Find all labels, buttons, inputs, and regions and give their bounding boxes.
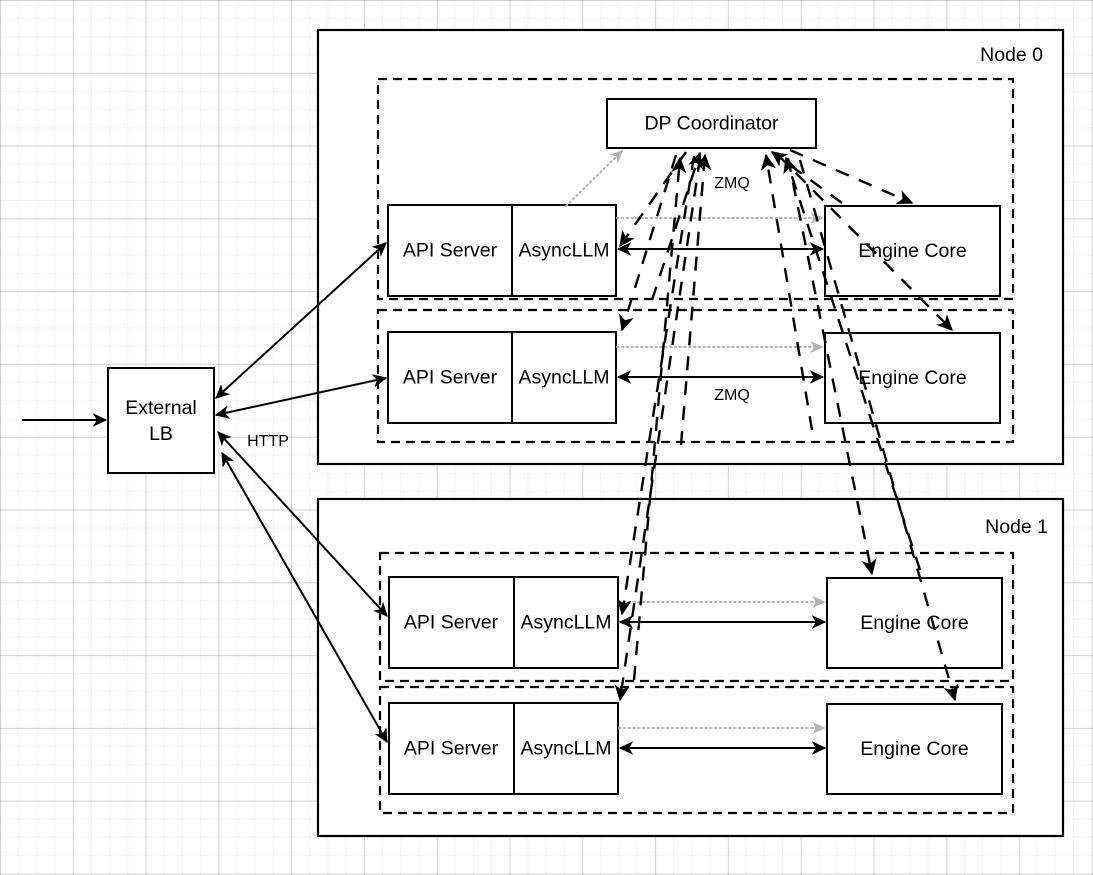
- node-1-replica-0-engine-core[interactable]: Engine Core: [826, 577, 1003, 669]
- coordinator-edge-to-node0-r1-engine: [777, 154, 953, 331]
- dp-coordinator-label: DP Coordinator: [644, 113, 779, 135]
- node-1-replica-1-async-llm-label: AsyncLLM: [520, 738, 611, 760]
- node-0-replica-0-api-server-label: API Server: [403, 240, 498, 262]
- coordinator-edge-to-node0-r0-engine: [789, 148, 914, 205]
- node-1-replica-0-api-server-block[interactable]: API Server AsyncLLM: [388, 576, 619, 669]
- http-edge-lb-to-node0-replica1: [214, 374, 388, 419]
- node-0-replica-0-group: [376, 77, 1015, 301]
- node-1-replica-1-engine-core-box[interactable]: [826, 703, 1003, 795]
- coordinator-edge-from-node1-r0-engine: [783, 156, 922, 571]
- external-lb-box[interactable]: [107, 367, 215, 474]
- node-1-replica-0-engine-core-box[interactable]: [826, 577, 1003, 669]
- node-1-replica-1-group: [378, 685, 1015, 815]
- node-0-replica-0-api-server-block[interactable]: API Server AsyncLLM: [387, 204, 617, 297]
- node-1-label: Node 1: [985, 516, 1048, 538]
- external-lb-label-line1: External: [125, 397, 197, 419]
- node-0-replica-0-async-llm-label: AsyncLLM: [518, 240, 609, 262]
- node-0-replica-1-api-server-block[interactable]: API Server AsyncLLM: [387, 331, 617, 424]
- dp-coordinator[interactable]: DP Coordinator: [606, 98, 817, 149]
- coordinator-edge-to-node1-r1-engine: [798, 159, 959, 702]
- dotted-edge-api-server-to-coordinator: [565, 149, 624, 207]
- node-0-replica-1-engine-core[interactable]: Engine Core: [824, 332, 1001, 424]
- node-1-replica-0-api-server-label: API Server: [404, 612, 499, 634]
- external-lb-label-line2: LB: [149, 423, 173, 445]
- coordinator-edge-from-node0-r0-asyncllm: [650, 151, 703, 301]
- node-1-replica-1-engine-core-label: Engine Core: [860, 738, 968, 760]
- node-1-replica-1-api-server-block[interactable]: API Server AsyncLLM: [388, 702, 619, 795]
- node-0-replica-1-engine-core-label: Engine Core: [858, 367, 966, 389]
- node-1-replica-1-api-server-label: API Server: [404, 738, 499, 760]
- node-0-replica-1-async-llm-label: AsyncLLM: [518, 367, 609, 389]
- node-1-replica-1-engine-core[interactable]: Engine Core: [826, 703, 1003, 795]
- coordinator-edge-to-node0-r0-asyncllm: [619, 151, 687, 248]
- node-1-replica-0-engine-core-label: Engine Core: [860, 612, 968, 634]
- zmq-label-bottom: ZMQ: [714, 387, 750, 404]
- node-0-replica-1-dashed-boundary: [376, 308, 1015, 444]
- node-0-replica-1-api-server-label: API Server: [403, 367, 498, 389]
- node-0-replica-0-api-server-box[interactable]: [387, 204, 617, 297]
- node-0-replica-0-engine-core[interactable]: Engine Core: [824, 205, 1001, 297]
- coordinator-edge-to-node1-r0-asyncllm: [616, 155, 696, 616]
- http-edge-lb-to-node0-replica0: [215, 242, 387, 399]
- external-lb[interactable]: External LB: [107, 367, 215, 474]
- coordinator-edge-to-node0-r1-asyncllm: [619, 154, 678, 332]
- node-0-replica-1-group: [376, 308, 1015, 444]
- node-0-replica-1-api-server-box[interactable]: [387, 331, 617, 424]
- coordinator-edge-from-node1-r0-asyncllm: [632, 156, 687, 681]
- node-1-replica-0-api-server-box[interactable]: [388, 576, 619, 669]
- node-0-replica-0-engine-core-label: Engine Core: [858, 240, 966, 262]
- node-0-replica-0-dashed-boundary: [376, 77, 1015, 301]
- coordinator-edge-to-node1-r0-engine: [786, 157, 877, 576]
- http-label: HTTP: [247, 433, 289, 450]
- dp-coordinator-box[interactable]: [606, 98, 817, 149]
- http-edge-lb-to-node1-replica1: [221, 451, 388, 744]
- coordinator-edge-to-node1-r1-asyncllm: [614, 157, 702, 702]
- node-1-replica-1-api-server-box[interactable]: [388, 702, 619, 795]
- coordinator-edge-from-node0-r1-engine: [760, 153, 814, 431]
- node-1-replica-0-async-llm-label: AsyncLLM: [520, 612, 611, 634]
- node-0-replica-0-engine-core-box[interactable]: [824, 205, 1001, 297]
- node-1-replica-1-dashed-boundary: [378, 685, 1015, 815]
- node-0-label: Node 0: [980, 44, 1043, 66]
- node-0-replica-1-engine-core-box[interactable]: [824, 332, 1001, 424]
- zmq-label-top: ZMQ: [714, 175, 750, 192]
